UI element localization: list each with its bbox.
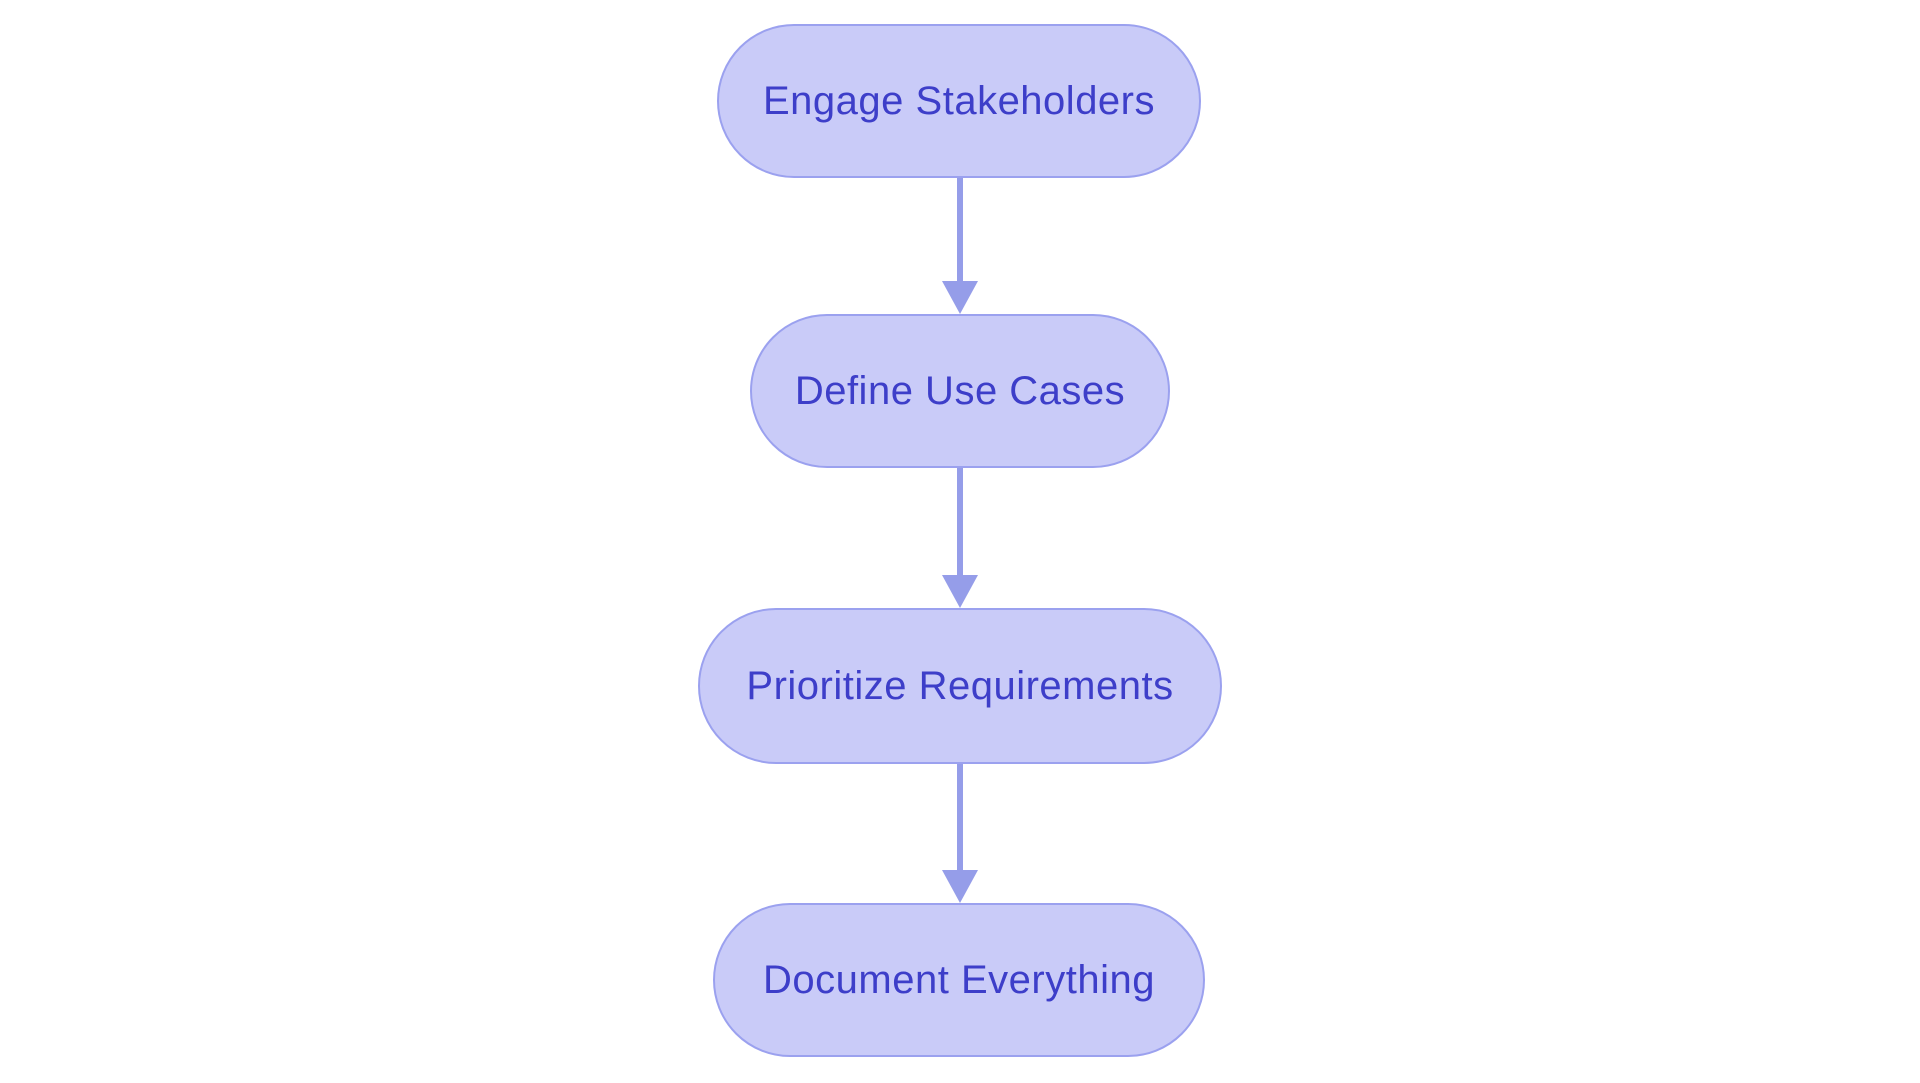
arrow-shaft [957,764,963,870]
arrow-down-2 [940,468,980,608]
flow-node-label: Engage Stakeholders [763,78,1155,123]
arrowhead-icon [942,575,978,608]
flow-node-engage-stakeholders: Engage Stakeholders [717,24,1201,178]
flow-node-label: Document Everything [763,957,1155,1002]
flow-node-label: Prioritize Requirements [746,663,1174,708]
flow-node-document-everything: Document Everything [713,903,1205,1057]
arrowhead-icon [942,870,978,903]
arrow-shaft [957,178,963,281]
arrow-down-3 [940,764,980,903]
flow-node-define-use-cases: Define Use Cases [750,314,1170,468]
arrow-down-1 [940,178,980,314]
arrowhead-icon [942,281,978,314]
flow-node-label: Define Use Cases [794,368,1126,413]
flow-node-prioritize-requirements: Prioritize Requirements [698,608,1222,764]
arrow-shaft [957,468,963,575]
